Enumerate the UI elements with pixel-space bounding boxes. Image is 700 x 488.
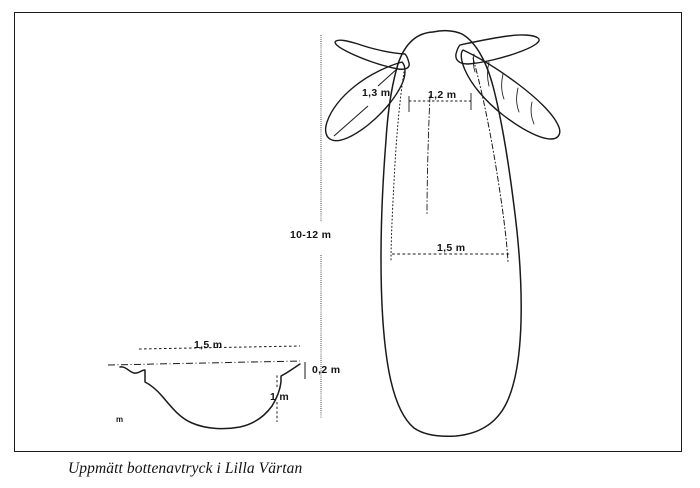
figure-caption: Uppmätt bottenavtryck i Lilla Värtan [68, 460, 303, 477]
figure-plate-frame [14, 12, 682, 452]
body-width-label: 1,5 m [437, 242, 466, 254]
trench-width-label: 1,5 m [194, 339, 223, 351]
flipper-span-label: 1,3 m [362, 87, 391, 99]
trench-depth-label: 1 m [270, 391, 289, 403]
corner-unit-mark: m [116, 415, 124, 424]
neck-width-label: 1,2 m [428, 89, 457, 101]
water-depth-label: 10-12 m [290, 229, 332, 241]
lip-height-label: 0,2 m [312, 364, 341, 376]
